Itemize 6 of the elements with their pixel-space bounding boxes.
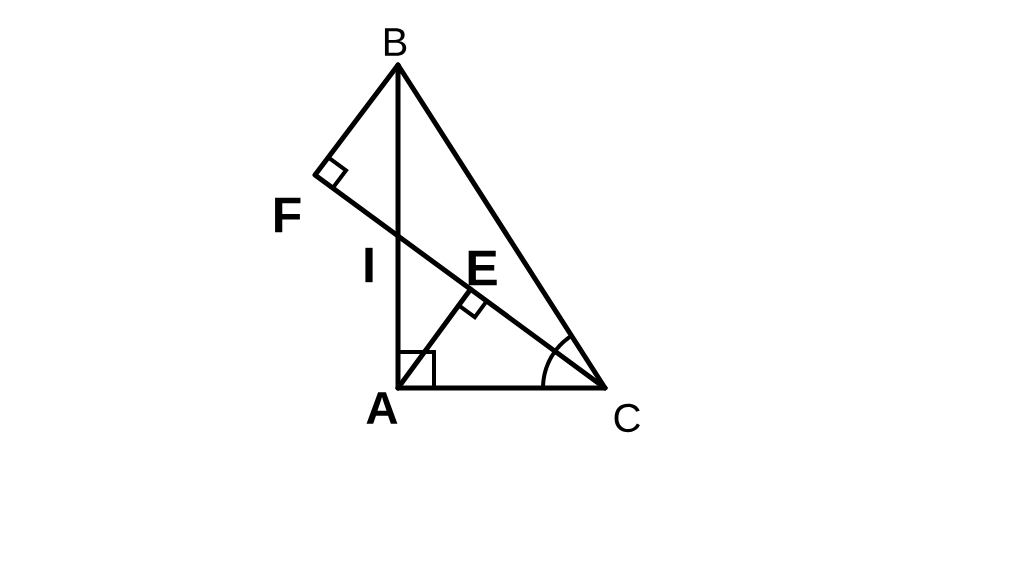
point-label: F <box>275 197 301 233</box>
point-label: B <box>384 28 407 56</box>
point-label: I <box>365 247 373 283</box>
point-label: A <box>366 392 398 424</box>
point-label: C <box>614 403 640 433</box>
point-label: E <box>468 250 497 286</box>
